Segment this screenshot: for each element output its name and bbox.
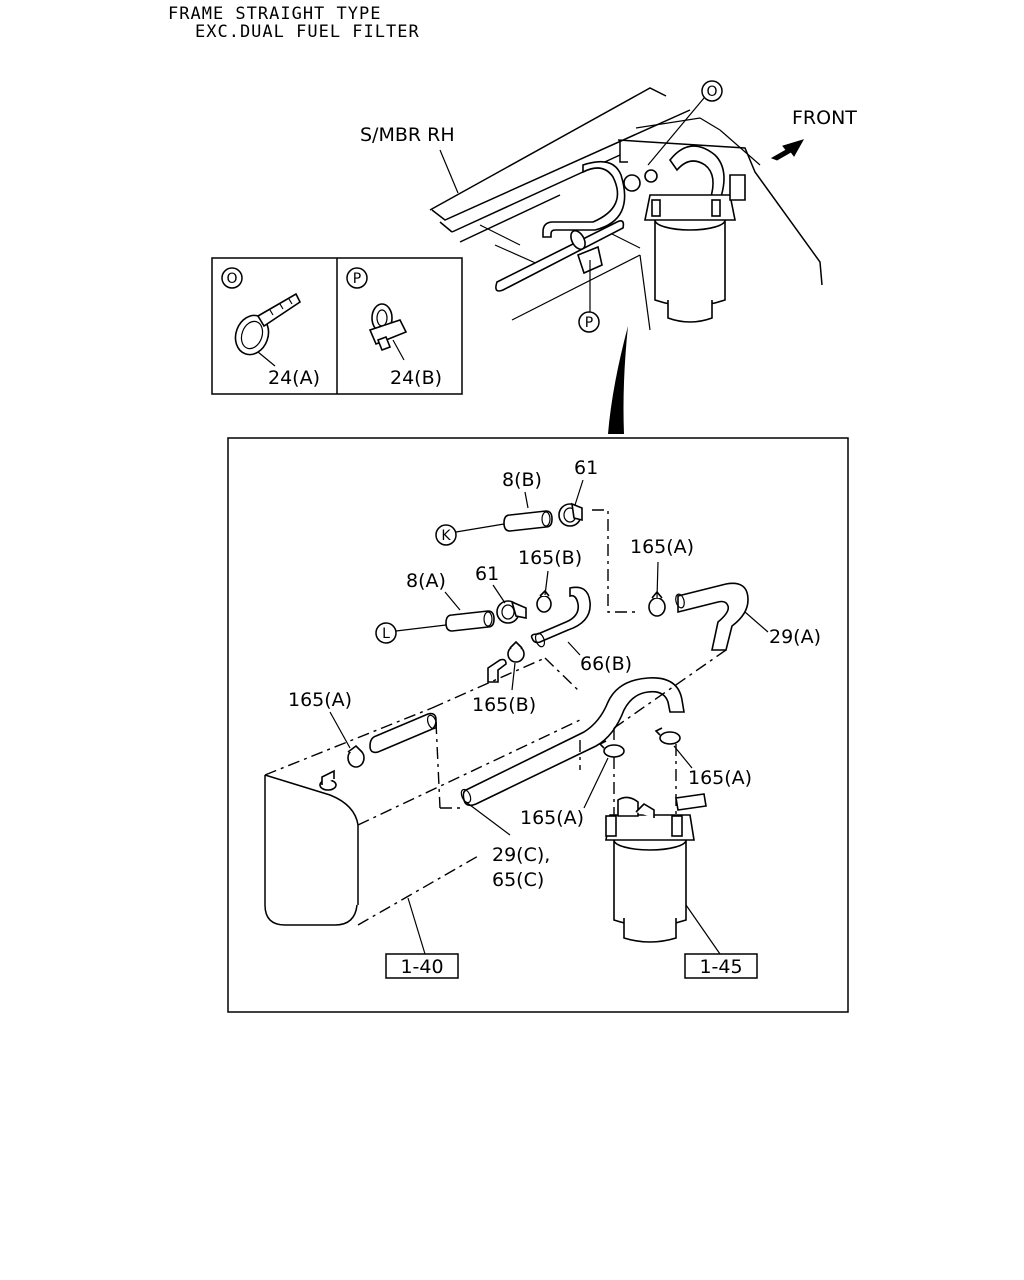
header-line-1: FRAME STRAIGHT TYPE <box>168 4 382 24</box>
tank-hose <box>369 712 438 754</box>
top-view: S/MBR RH <box>360 80 857 434</box>
side-member-label: S/MBR RH <box>360 124 455 146</box>
header-line-2: EXC.DUAL FUEL FILTER <box>195 22 420 42</box>
ref-filter: 1-45 <box>699 956 742 978</box>
ref-box-filter: 1-45 <box>684 953 758 979</box>
hose-clip-24b <box>368 303 408 352</box>
detail-p-marker: P <box>353 271 361 287</box>
clamp-165a-tank <box>347 744 365 768</box>
label-165a-filter-left: 165(A) <box>520 807 584 829</box>
fuel-tank <box>264 657 581 926</box>
view-pointer <box>608 326 628 434</box>
marker-l: L <box>382 626 390 642</box>
hose-8b <box>503 510 553 532</box>
hose-29c-65c <box>460 677 685 807</box>
callout-p-letter: P <box>585 315 593 331</box>
detail-o-marker: O <box>226 271 237 287</box>
front-label: FRONT <box>792 107 857 129</box>
main-view-frame <box>227 437 849 1013</box>
clamp-165b-bottom <box>507 640 525 663</box>
callout-o-letter: O <box>706 84 717 100</box>
label-165a-tank: 165(A) <box>288 689 352 711</box>
hose-29a <box>675 582 749 651</box>
main-view: 8(B) 61 K 8(A) 61 L 165(B) <box>227 437 849 1013</box>
label-165a-filter-right: 165(A) <box>688 767 752 789</box>
top-hoses <box>495 145 725 292</box>
ref-box-tank: 1-40 <box>385 953 459 979</box>
label-8a: 8(A) <box>406 570 446 592</box>
detail-p-part: 24(B) <box>390 367 442 389</box>
callout-o: O <box>647 80 723 166</box>
label-61-mid: 61 <box>475 563 499 585</box>
detail-box: O 24(A) P 24(B) <box>211 257 463 395</box>
top-fuel-filter <box>644 174 746 323</box>
clamp-165a-filter-left <box>598 740 625 758</box>
label-61-top: 61 <box>574 457 598 479</box>
clamp-165b-top <box>536 589 552 613</box>
label-165a-top: 165(A) <box>630 536 694 558</box>
fuel-filter <box>605 793 707 943</box>
label-66b: 66(B) <box>580 653 632 675</box>
hose-66b <box>530 586 591 648</box>
marker-l-circle <box>375 622 397 644</box>
label-165b-top: 165(B) <box>518 547 582 569</box>
marker-k-circle <box>435 524 457 546</box>
label-65c: 65(C) <box>492 869 544 891</box>
filter-bracket <box>617 117 823 286</box>
label-29c: 29(C), <box>492 844 550 866</box>
clamp-165a-filter-right <box>654 727 681 745</box>
clamp-61-mid <box>496 600 527 624</box>
detail-o-part: 24(A) <box>268 367 320 389</box>
small-elbow-fitting <box>487 658 507 683</box>
ref-tank: 1-40 <box>400 956 443 978</box>
clamp-61-top <box>558 502 583 527</box>
label-165b-bottom: 165(B) <box>472 694 536 716</box>
marker-k: K <box>441 528 451 544</box>
label-8b: 8(B) <box>502 469 542 491</box>
callout-p: P <box>578 260 600 333</box>
label-29a: 29(A) <box>769 626 821 648</box>
hose-8a <box>445 610 495 632</box>
front-arrow-icon <box>770 139 805 161</box>
tie-band-clip-24a <box>234 292 302 356</box>
